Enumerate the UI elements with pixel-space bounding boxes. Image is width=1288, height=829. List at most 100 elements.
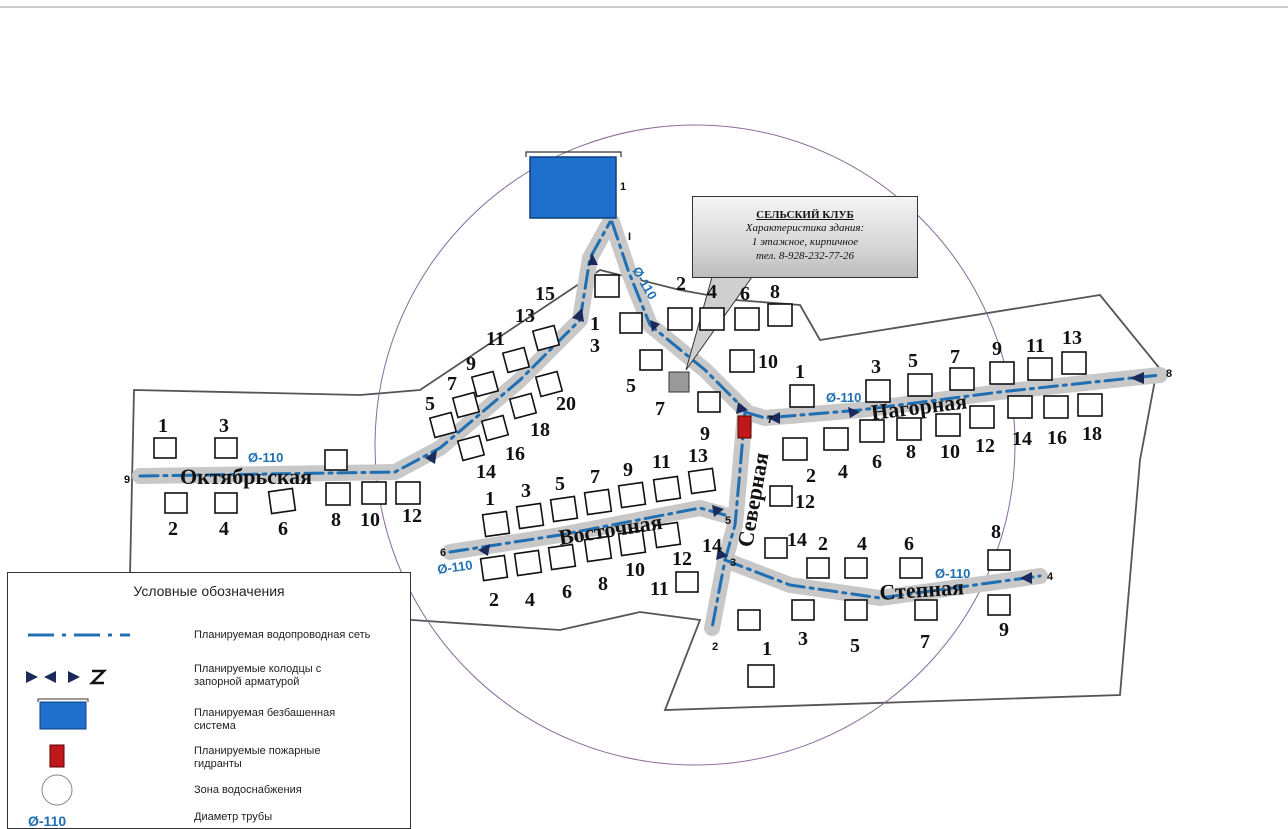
svg-text:12: 12 [975, 435, 995, 457]
svg-text:6: 6 [904, 533, 914, 555]
svg-text:3: 3 [521, 480, 531, 502]
svg-text:1: 1 [795, 361, 805, 383]
svg-text:13: 13 [688, 445, 708, 467]
svg-text:8: 8 [906, 441, 916, 463]
svg-text:2: 2 [712, 641, 718, 653]
street-oktyabrskaya: Октябрьская [180, 464, 312, 489]
svg-text:9: 9 [623, 459, 633, 481]
svg-text:6: 6 [562, 581, 572, 603]
svg-text:14: 14 [787, 529, 807, 551]
callout-line3: тел. 8-928-232-77-26 [755, 250, 854, 262]
svg-text:8: 8 [1166, 368, 1172, 380]
svg-text:12: 12 [672, 548, 692, 570]
svg-text:3: 3 [798, 628, 808, 650]
svg-text:12: 12 [795, 491, 815, 513]
svg-text:9: 9 [466, 353, 476, 375]
svg-text:2: 2 [806, 465, 816, 487]
svg-text:11: 11 [1026, 335, 1045, 357]
valve-icon [26, 669, 108, 685]
svg-text:13: 13 [515, 305, 535, 327]
svg-text:4: 4 [525, 589, 535, 611]
svg-text:7: 7 [767, 414, 773, 426]
pipelines [138, 220, 1162, 630]
svg-text:5: 5 [850, 635, 860, 657]
svg-text:2: 2 [168, 518, 178, 540]
svg-text:2: 2 [676, 273, 686, 295]
svg-text:18: 18 [1082, 423, 1102, 445]
svg-text:16: 16 [505, 443, 525, 465]
svg-text:11: 11 [486, 328, 505, 350]
svg-text:4: 4 [1047, 571, 1054, 583]
houses [153, 274, 1103, 688]
svg-text:16: 16 [1047, 427, 1067, 449]
svg-text:10: 10 [625, 559, 645, 581]
svg-text:Ø-110: Ø-110 [826, 390, 861, 405]
svg-text:3: 3 [219, 415, 229, 437]
svg-text:5: 5 [626, 375, 636, 397]
svg-text:2: 2 [489, 589, 499, 611]
svg-text:Ø-110: Ø-110 [248, 450, 283, 465]
svg-text:5: 5 [908, 350, 918, 372]
svg-text:1: 1 [762, 638, 772, 660]
svg-text:11: 11 [652, 451, 671, 473]
svg-text:15: 15 [535, 283, 555, 305]
svg-text:4: 4 [838, 461, 848, 483]
svg-text:6: 6 [278, 518, 288, 540]
svg-text:8: 8 [991, 521, 1001, 543]
svg-text:6: 6 [872, 451, 882, 473]
svg-text:1: 1 [590, 313, 600, 335]
svg-text:3: 3 [590, 335, 600, 357]
tank [525, 151, 622, 219]
svg-text:1: 1 [485, 488, 495, 510]
svg-text:14: 14 [702, 535, 722, 557]
legend-panel: Условные обозначения Планируемая водопро… [7, 572, 411, 829]
club-building [668, 371, 690, 393]
svg-text:8: 8 [770, 281, 780, 303]
svg-text:10: 10 [940, 441, 960, 463]
svg-text:4: 4 [219, 518, 229, 540]
svg-text:5: 5 [555, 473, 565, 495]
svg-text:9: 9 [124, 474, 130, 486]
svg-text:3: 3 [871, 356, 881, 378]
svg-text:13: 13 [1062, 327, 1082, 349]
svg-text:20: 20 [556, 393, 576, 415]
svg-text:9: 9 [999, 619, 1009, 641]
svg-text:3: 3 [730, 557, 736, 569]
svg-text:7: 7 [590, 466, 600, 488]
svg-text:2: 2 [818, 533, 828, 555]
fire-hydrant [737, 415, 752, 439]
street-stepnaya: Степная [879, 574, 965, 605]
svg-text:1: 1 [620, 181, 626, 193]
svg-text:14: 14 [476, 461, 496, 483]
svg-text:14: 14 [1012, 428, 1032, 450]
svg-text:5: 5 [725, 515, 731, 527]
svg-text:Ø-110: Ø-110 [436, 557, 473, 577]
club-callout: СЕЛЬСКИЙ КЛУБ Характеристика здания: 1 э… [692, 196, 918, 278]
svg-text:6: 6 [740, 283, 750, 305]
svg-text:7: 7 [950, 346, 960, 368]
svg-text:9: 9 [992, 338, 1002, 360]
svg-text:8: 8 [331, 509, 341, 531]
svg-text:8: 8 [598, 573, 608, 595]
svg-text:7: 7 [447, 373, 457, 395]
house-numbers: 1 3 2 4 6 8 10 12 5 7 9 11 13 15 1 3 14 … [158, 273, 1102, 660]
legend-title: Условные обозначения [133, 583, 285, 599]
svg-text:10: 10 [758, 351, 778, 373]
valves [425, 253, 1144, 584]
pipe-line-icon [28, 633, 130, 637]
zone-circle-icon [41, 774, 73, 806]
callout-title: СЕЛЬСКИЙ КЛУБ [756, 209, 854, 221]
svg-text:5: 5 [425, 393, 435, 415]
svg-text:18: 18 [530, 419, 550, 441]
svg-text:I: I [628, 231, 631, 243]
callout-line2: 1 этажное, кирпичное [751, 236, 859, 248]
svg-text:7: 7 [655, 398, 665, 420]
tank-icon [37, 698, 89, 730]
svg-text:10: 10 [360, 509, 380, 531]
svg-text:9: 9 [700, 423, 710, 445]
svg-text:7: 7 [920, 631, 930, 653]
callout-line1: Характеристика здания: [745, 222, 865, 234]
hydrant-icon [49, 744, 65, 768]
svg-text:11: 11 [650, 578, 669, 600]
